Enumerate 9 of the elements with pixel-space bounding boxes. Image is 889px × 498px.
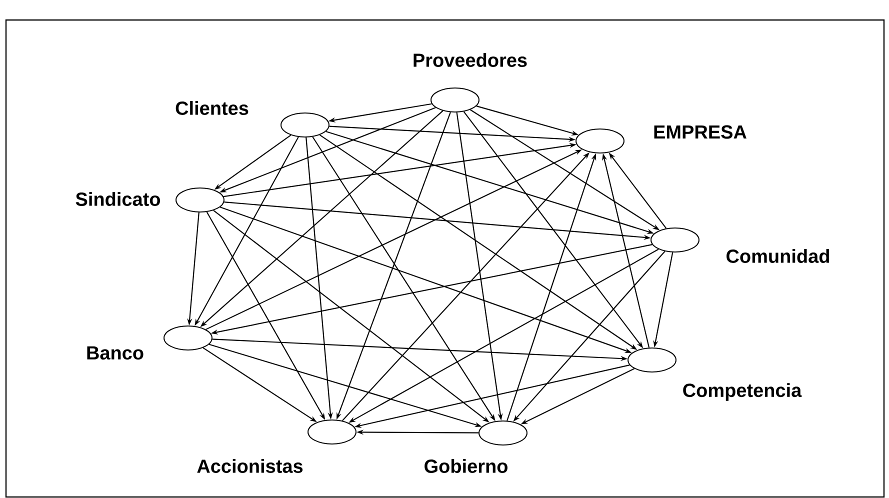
node-label: Clientes (176, 101, 248, 115)
node-label: Gobierno (424, 459, 508, 473)
node-label: Comunidad (726, 249, 829, 263)
node-label: Proveedores (414, 53, 527, 67)
node-label: Sindicato (76, 192, 160, 206)
node-label: Competencia (683, 383, 802, 401)
node-label: EMPRESA (654, 125, 746, 139)
node-label: Accionistas (197, 459, 303, 473)
node-label: Banco (87, 346, 144, 360)
